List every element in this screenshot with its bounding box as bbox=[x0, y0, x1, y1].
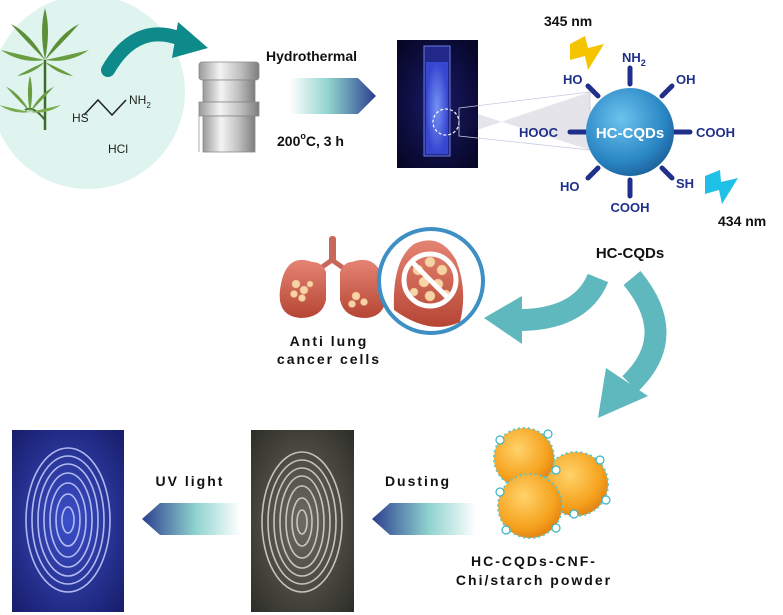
cannabis-leaf-icon-2 bbox=[0, 75, 61, 113]
curved-arrow-to-lungs bbox=[511, 273, 609, 332]
powder-particles-icon bbox=[493, 427, 611, 539]
excitation-lightning-icon bbox=[570, 36, 604, 70]
group-hooc-left: HOOC bbox=[519, 125, 559, 140]
fingerprint-uv-icon bbox=[12, 430, 124, 612]
group-oh-top-left: HO bbox=[563, 72, 583, 87]
arrowhead-to-powder bbox=[598, 368, 648, 418]
powder-caption-line2: Chi/starch powder bbox=[456, 572, 612, 588]
dusting-arrow bbox=[372, 503, 476, 535]
fingerprint-dusted-icon bbox=[251, 430, 354, 612]
curved-arrow-to-powder bbox=[622, 270, 667, 392]
uv-arrow bbox=[142, 503, 240, 535]
emission-lightning-icon bbox=[705, 170, 738, 204]
lungs-icon bbox=[279, 236, 387, 318]
group-ho-bottom-left: HO bbox=[560, 179, 580, 194]
lung-caption-line2: cancer cells bbox=[277, 351, 381, 367]
chem-nh2: NH2 bbox=[129, 93, 151, 110]
quantum-dot-group: 345 nm 434 nm HC-CQDs NH2 HO OH HOOC COO… bbox=[519, 13, 766, 262]
group-sh-bottom-right: SH bbox=[676, 176, 694, 191]
quantum-dot-core bbox=[586, 88, 674, 176]
cannabis-leaf-icon bbox=[1, 8, 89, 130]
group-nh2: NH2 bbox=[622, 50, 646, 68]
chem-hs: HS bbox=[72, 111, 89, 125]
quantum-dot-caption: HC-CQDs bbox=[596, 245, 664, 262]
arrowhead-to-lungs bbox=[484, 296, 522, 344]
lung-caption-line1: Anti lung bbox=[290, 333, 369, 349]
dusting-label: Dusting bbox=[385, 473, 451, 489]
group-oh-top-right: OH bbox=[676, 72, 696, 87]
excitation-wavelength: 345 nm bbox=[544, 13, 592, 29]
uv-label: UV light bbox=[156, 473, 225, 489]
synthesis-conditions: 200oC, 3 h bbox=[277, 131, 344, 149]
no-entry-icon bbox=[377, 227, 485, 335]
precursor-group: HS NH2 HCl bbox=[0, 0, 185, 189]
functional-group-spokes bbox=[567, 65, 693, 199]
hydrothermal-arrow bbox=[290, 78, 376, 114]
quantum-dot-label: HC-CQDs bbox=[596, 125, 664, 142]
powder-caption-line1: HC-CQDs-CNF- bbox=[471, 553, 597, 569]
cuvette-icon bbox=[397, 40, 478, 168]
arrowhead-to-autoclave bbox=[172, 22, 208, 58]
emission-wavelength: 434 nm bbox=[718, 213, 766, 229]
group-cooh-right: COOH bbox=[696, 125, 735, 140]
chem-hcl: HCl bbox=[108, 142, 128, 156]
zoom-wedge bbox=[459, 92, 590, 150]
synthesis-method: Hydrothermal bbox=[266, 48, 357, 64]
autoclave-icon bbox=[198, 61, 260, 153]
cysteamine-bonds bbox=[83, 98, 127, 117]
group-cooh-bottom: COOH bbox=[611, 200, 650, 215]
